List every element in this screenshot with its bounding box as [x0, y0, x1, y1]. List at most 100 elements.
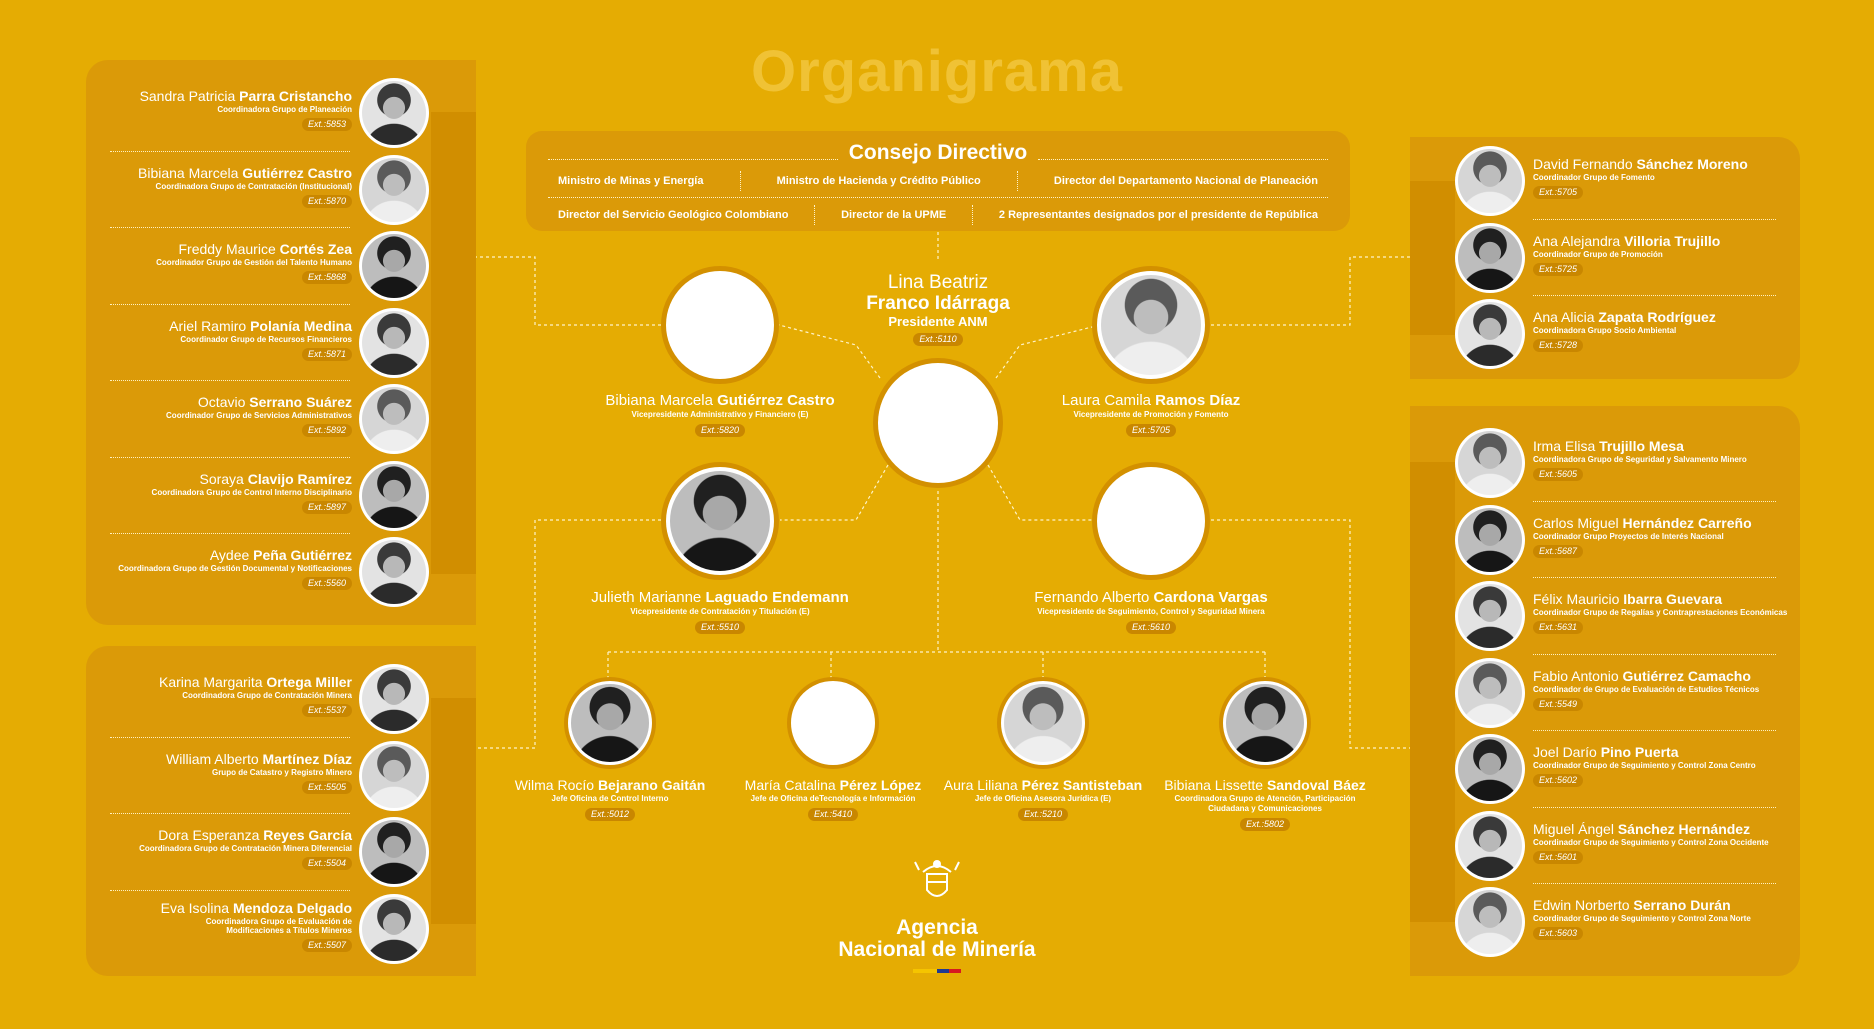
- list-item: Sandra Patricia Parra Cristancho Coordin…: [86, 78, 476, 148]
- logo-line-1: Agencia: [896, 916, 978, 939]
- person-name: Octavio Serrano Suárez: [197, 394, 352, 410]
- extension-pill: Ext.:5868: [301, 271, 352, 284]
- person-name: Carlos Miguel Hernández Carreño: [1533, 514, 1752, 531]
- flag-red: [949, 969, 961, 973]
- person-name: Irma Elisa Trujillo Mesa: [1533, 438, 1684, 454]
- vp-avatar: [661, 266, 779, 384]
- person-role: Coordinador Grupo Proyectos de Interés N…: [1533, 531, 1724, 541]
- vp-role: Vicepresidente de Promoción y Fomento: [1073, 410, 1229, 419]
- panel-stripe: [1410, 462, 1455, 922]
- person-role: Coordinador Grupo de Seguimiento y Contr…: [1533, 761, 1756, 770]
- president-first-name: Lina Beatriz: [887, 272, 989, 293]
- office-role: Jefe de Oficina deTecnología e Informaci…: [750, 794, 916, 803]
- president-last-name: Franco Idárraga: [866, 293, 1010, 314]
- list-item: Ana Alejandra Villoria Trujillo Coordina…: [1410, 222, 1800, 293]
- person-name: Dora Esperanza Reyes García: [158, 827, 352, 843]
- vp-avatar: [661, 462, 779, 580]
- person-name: Sandra Patricia Parra Cristancho: [139, 88, 352, 104]
- extension-pill: Ext.:5603: [1533, 927, 1584, 940]
- person-photo: [1458, 302, 1522, 366]
- vp-photo: [1101, 275, 1201, 375]
- person-photo: [1458, 890, 1522, 954]
- office-label: Wilma Rocío Bejarano Gaitán Jefe Oficina…: [500, 776, 720, 822]
- list-item: Miguel Ángel Sánchez Hernández Coordinad…: [1410, 810, 1800, 881]
- vp-name: Bibiana Marcela Gutiérrez Castro: [605, 392, 835, 409]
- person-role: Coordinador Grupo de Servicios Administr…: [166, 411, 352, 420]
- person-name: Miguel Ángel Sánchez Hernández: [1533, 820, 1751, 837]
- person-role: Coordinador de Grupo de Evaluación de Es…: [1533, 684, 1760, 694]
- person-avatar: [359, 817, 429, 887]
- person-name: Freddy Maurice Cortés Zea: [178, 241, 352, 257]
- president-role: Presidente ANM: [888, 314, 988, 329]
- person-name: Eva Isolina Mendoza Delgado: [160, 899, 352, 916]
- row-separator: [1533, 500, 1776, 502]
- person-name: William Alberto Martínez Díaz: [166, 750, 352, 767]
- row-separator: [110, 533, 350, 534]
- row-separator: [1533, 653, 1776, 655]
- office-role: Jefe Oficina de Control Interno: [551, 794, 669, 803]
- person-avatar: [1455, 428, 1525, 498]
- list-item: Soraya Clavijo Ramírez Coordinadora Grup…: [86, 460, 476, 531]
- person-role: Coordinador Grupo de Recursos Financiero…: [180, 334, 352, 344]
- vp-name: Julieth Marianne Laguado Endemann: [591, 589, 849, 606]
- office-name: Bibiana Lissette Sandoval Báez: [1164, 777, 1366, 793]
- list-item: Carlos Miguel Hernández Carreño Coordina…: [1410, 504, 1800, 575]
- list-item: Irma Elisa Trujillo Mesa Coordinadora Gr…: [1410, 428, 1800, 498]
- person-name: Joel Darío Pino Puerta: [1533, 744, 1679, 760]
- extension-pill: Ext.:5728: [1533, 339, 1584, 352]
- vp-name: Laura Camila Ramos Díaz: [1061, 392, 1241, 409]
- extension-pill: Ext.:5631: [1533, 621, 1584, 634]
- vp-label: Julieth Marianne Laguado Endemann Vicepr…: [570, 589, 870, 635]
- council-member: 2 Representantes designados por el presi…: [998, 209, 1318, 221]
- office-label: Aura Liliana Pérez Santisteban Jefe de O…: [933, 776, 1153, 822]
- president-label: Lina Beatriz Franco Idárraga Presidente …: [838, 273, 1038, 347]
- person-name: Aydee Peña Gutiérrez: [209, 547, 352, 563]
- person-avatar: [1455, 734, 1525, 804]
- person-avatar: [359, 537, 429, 607]
- person-avatar: [359, 664, 429, 734]
- extension-pill: Ext.:5802: [1239, 818, 1291, 831]
- page-title: Organigrama: [751, 39, 1123, 104]
- person-photo: [362, 896, 426, 961]
- list-item: Ana Alicia Zapata Rodríguez Coordinadora…: [1410, 299, 1800, 369]
- row-separator: [110, 889, 350, 891]
- person-avatar: [1455, 887, 1525, 957]
- extension-pill: Ext.:5853: [301, 118, 352, 131]
- council-rule-left: [548, 159, 838, 160]
- person-name: Bibiana Marcela Gutiérrez Castro: [138, 164, 352, 181]
- person-avatar: [1455, 504, 1525, 575]
- council-title: Consejo Directivo: [848, 141, 1028, 164]
- extension-pill: Ext.:5504: [301, 857, 352, 870]
- person-name: Soraya Clavijo Ramírez: [199, 470, 352, 487]
- extension-pill: Ext.:5610: [1125, 621, 1177, 634]
- office-photo: [1226, 684, 1304, 762]
- list-item: Freddy Maurice Cortés Zea Coordinador Gr…: [86, 231, 476, 301]
- president-avatar: [873, 358, 1003, 488]
- extension-pill: Ext.:5725: [1533, 262, 1584, 276]
- person-photo: [362, 540, 426, 604]
- council-separator: [1016, 171, 1018, 191]
- row-separator: [110, 736, 350, 738]
- list-item: Edwin Norberto Serrano Durán Coordinador…: [1410, 887, 1800, 957]
- person-photo: [362, 310, 426, 375]
- office-photo: [571, 684, 649, 762]
- council-member: Ministro de Hacienda y Crédito Público: [776, 175, 981, 187]
- extension-pill: Ext.:5871: [301, 347, 352, 361]
- person-avatar: [359, 893, 429, 964]
- row-separator: [1533, 295, 1776, 296]
- person-photo: [1458, 225, 1522, 290]
- extension-pill: Ext.:5705: [1533, 186, 1584, 199]
- extension-pill: Ext.:5892: [301, 424, 352, 437]
- council-separator: [814, 205, 816, 225]
- person-role: Coordinadora Grupo de Control Interno Di…: [151, 487, 352, 497]
- person-photo: [362, 234, 426, 298]
- vp-role: Vicepresidente de Seguimiento, Control y…: [1037, 607, 1265, 616]
- office-role: Jefe de Oficina Asesora Jurídica (E): [974, 794, 1112, 803]
- council-member: Director de la UPME: [841, 209, 947, 221]
- extension-pill: Ext.:5210: [1017, 808, 1069, 821]
- person-photo: [1458, 431, 1522, 495]
- person-role: Coordinador Grupo de Promoción: [1533, 249, 1663, 259]
- person-avatar: [359, 78, 429, 148]
- list-item: Karina Margarita Ortega Miller Coordinad…: [86, 664, 476, 734]
